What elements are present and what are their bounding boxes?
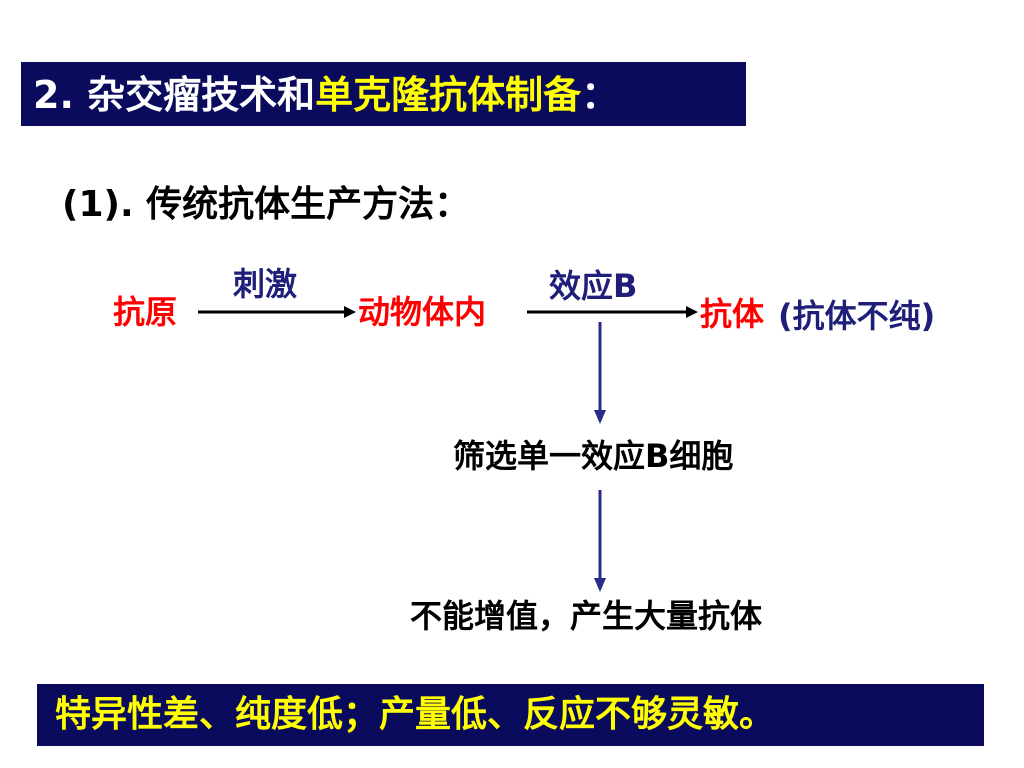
- arrowhead-1: [344, 306, 356, 318]
- arrowhead-2: [686, 306, 698, 318]
- subtitle: (1). 传统抗体生产方法：: [62, 184, 471, 225]
- title: 2. 杂交瘤技术和单克隆抗体制备：: [33, 72, 619, 118]
- label-effector-b: 效应B: [549, 267, 638, 305]
- label-stimulate: 刺激: [233, 265, 298, 303]
- title-suffix: ：: [581, 73, 620, 117]
- node-antibody: 抗体: [700, 295, 765, 333]
- title-prefix: 2. 杂交瘤技术和: [33, 73, 316, 117]
- arrowhead-down-1: [594, 410, 606, 424]
- arrowhead-down-2: [594, 578, 606, 592]
- footer-bar: [37, 684, 984, 746]
- node-antigen: 抗原: [113, 293, 178, 331]
- footer-text: 特异性差、纯度低；产量低、反应不够灵敏。: [55, 694, 776, 735]
- node-animal-body: 动物体内: [358, 293, 487, 331]
- note-antibody-impure: (抗体不纯): [778, 297, 936, 335]
- node-result: 不能增值，产生大量抗体: [410, 597, 763, 635]
- title-bar: [21, 62, 746, 126]
- title-highlight: 单克隆抗体制备: [315, 73, 582, 117]
- node-screen: 筛选单一效应B细胞: [453, 437, 734, 475]
